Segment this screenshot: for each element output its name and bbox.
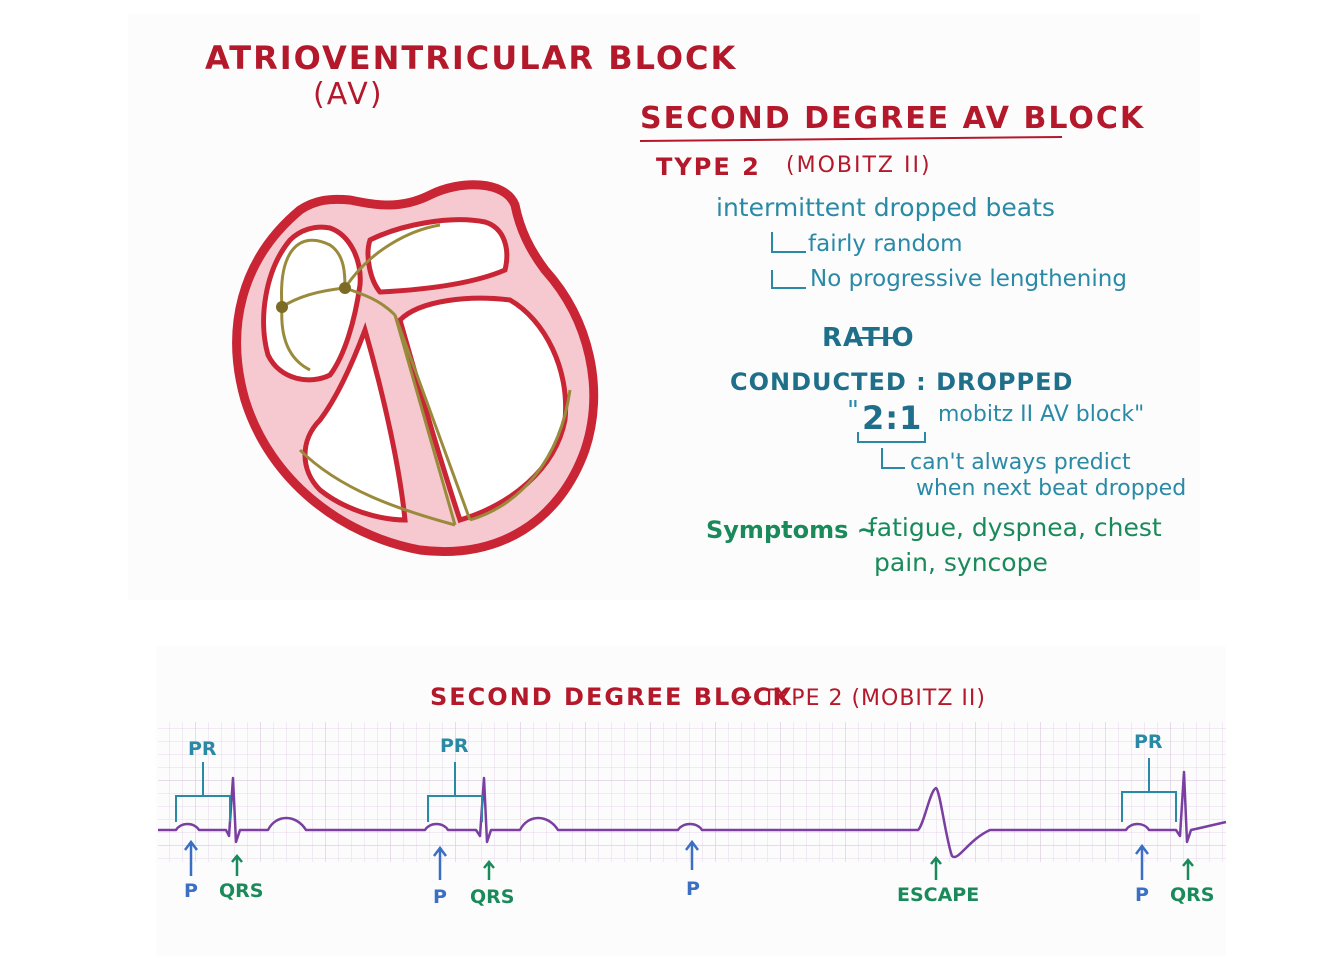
- p-wave-label-2: P: [433, 886, 447, 908]
- qrs-label-1: QRS: [219, 880, 263, 902]
- pr-label-3: PR: [1134, 731, 1163, 753]
- escape-beat-label: ESCAPE: [897, 884, 979, 906]
- qrs-label-3: QRS: [1170, 884, 1214, 906]
- pr-label-1: PR: [188, 738, 217, 760]
- p-wave-label-4: P: [1135, 884, 1149, 906]
- p-wave-label-1: P: [184, 880, 198, 902]
- qrs-label-2: QRS: [470, 886, 514, 908]
- pr-label-2: PR: [440, 735, 469, 757]
- p-wave-label-3: P: [686, 878, 700, 900]
